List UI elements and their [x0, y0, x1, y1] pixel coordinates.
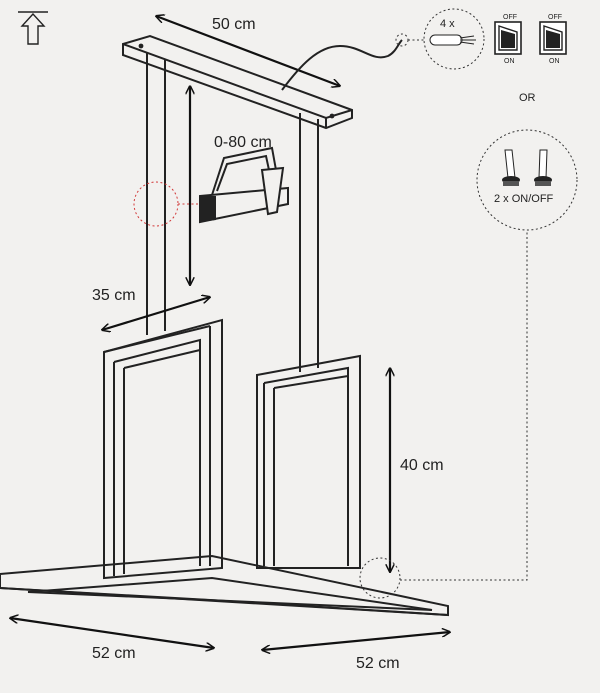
- power-cable: [281, 33, 424, 91]
- right-frame: [256, 354, 361, 569]
- quantity-label: 4 x: [440, 18, 455, 30]
- toggle-callout: [476, 129, 578, 231]
- or-label: OR: [519, 92, 536, 104]
- rocker-switch-icon: [539, 21, 567, 55]
- ceiling-bar: [122, 34, 353, 130]
- frame-height-label: 40 cm: [400, 457, 444, 474]
- base-left-label: 52 cm: [92, 645, 136, 662]
- toggle-label: 2 x ON/OFF: [494, 193, 554, 205]
- switch-off-label: OFF: [503, 14, 517, 21]
- plug-callout: [423, 8, 485, 70]
- toggle-switch-icon: [502, 149, 520, 186]
- left-frame: [103, 318, 223, 580]
- suspension-rods: [146, 53, 319, 372]
- cable-plug-icon: [429, 34, 476, 46]
- hacksaw-icon: [211, 146, 285, 216]
- switch-off-label: OFF: [548, 14, 562, 21]
- switch-on-label: ON: [549, 58, 560, 65]
- depth-label: 35 cm: [92, 287, 136, 304]
- cut-detail: [133, 146, 289, 227]
- upload-arrow-icon[interactable]: [18, 11, 48, 45]
- base-panel: [0, 554, 449, 617]
- switch-on-label: ON: [504, 58, 515, 65]
- top-width-label: 50 cm: [212, 16, 256, 33]
- dimension-arrows: [10, 16, 450, 650]
- adjustable-height-label: 0-80 cm: [214, 134, 272, 151]
- base-right-label: 52 cm: [356, 655, 400, 672]
- switch-connector: [359, 230, 528, 599]
- cut-marker: [133, 181, 179, 227]
- rocker-switch-icon: [494, 21, 522, 55]
- toggle-switch-icon: [534, 149, 552, 186]
